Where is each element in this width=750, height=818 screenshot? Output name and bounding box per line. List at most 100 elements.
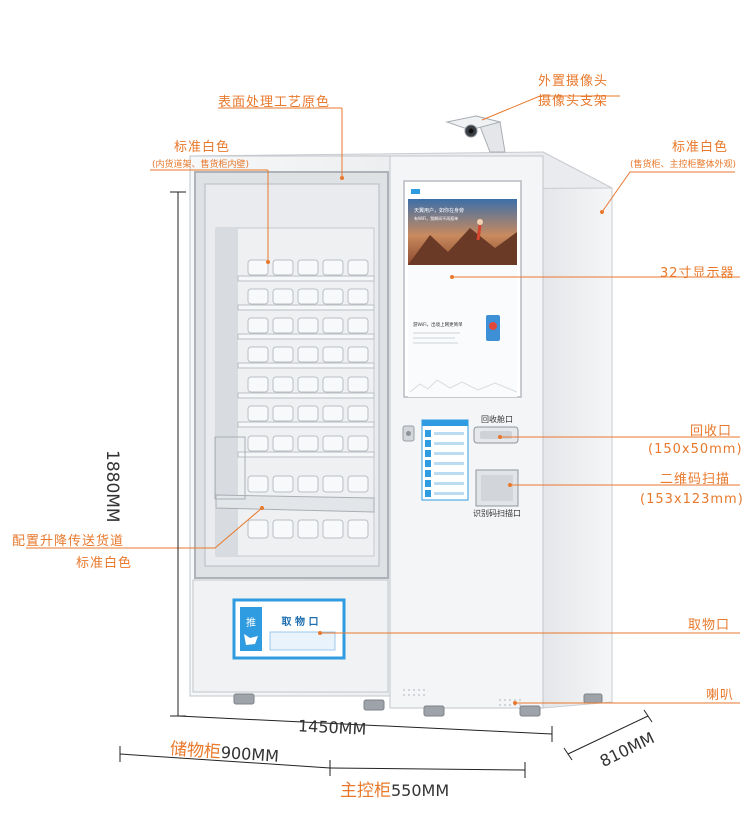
dim-main-cabinet: 主控柜550MM <box>340 776 449 801</box>
product-slot <box>322 435 344 452</box>
sticker-step <box>425 440 431 447</box>
shelf <box>237 451 375 458</box>
product-slot <box>347 475 369 493</box>
product-slot <box>347 435 369 452</box>
product-slot <box>322 376 344 393</box>
label-display: 32寸显示器 <box>660 266 735 281</box>
product-slot <box>322 288 344 305</box>
product-slot <box>272 475 294 493</box>
product-slot <box>297 317 319 334</box>
dim-storage-cabinet-value: 900MM <box>220 742 280 766</box>
product-slot <box>322 346 344 363</box>
product-slot <box>247 519 269 539</box>
return-slot-label: 回收舱口 <box>481 414 513 424</box>
label-camera-bracket: 摄像头支架 <box>538 94 609 109</box>
pickup-title-text: 取 物 口 <box>282 615 319 628</box>
sticker-step <box>425 450 431 457</box>
product-slot <box>247 346 269 363</box>
qr-slot-label: 识别码扫描口 <box>473 508 521 518</box>
sticker-step <box>425 470 431 477</box>
label-camera-external: 外置摄像头 <box>538 74 609 89</box>
shelf <box>237 333 375 340</box>
label-std-white-left-sub: (内货道架、售货柜内壁) <box>152 160 250 170</box>
product-slot <box>347 317 369 334</box>
product-slot <box>272 346 294 363</box>
product-slot <box>272 376 294 393</box>
sticker-line <box>434 472 464 475</box>
product-slot <box>297 376 319 393</box>
sticker-line <box>434 452 464 455</box>
product-slot <box>297 346 319 363</box>
label-lift-conveyor: 配置升降传送货道 <box>12 534 125 549</box>
product-slot <box>272 519 294 539</box>
product-slot <box>347 259 369 276</box>
product-slot <box>347 405 369 422</box>
product-slot <box>297 519 319 539</box>
sticker-line <box>434 462 464 465</box>
dim-height: 1880MM <box>102 450 122 523</box>
product-slot <box>297 405 319 422</box>
cabinet-side-panel <box>542 151 613 709</box>
sticker-step <box>425 490 431 497</box>
sticker-step <box>425 460 431 467</box>
label-qr-scan: 二维码扫描 <box>660 472 731 487</box>
product-slot <box>247 288 269 305</box>
product-slot <box>272 435 294 452</box>
product-slot <box>297 259 319 276</box>
label-lift-conveyor-color: 标准白色 <box>76 556 133 571</box>
product-slot <box>247 405 269 422</box>
dim-main-cabinet-label: 主控柜 <box>340 781 391 801</box>
product-slot <box>247 435 269 452</box>
product-slot <box>272 405 294 422</box>
product-slot <box>322 475 344 493</box>
display-header <box>408 185 517 199</box>
screen-sub: 有WiFi，我瞬间不再孤单 <box>414 215 458 221</box>
product-slot <box>347 376 369 393</box>
dim-width-total: 1450MM <box>297 716 367 739</box>
sticker-line <box>434 432 464 435</box>
shelf <box>237 362 375 369</box>
product-slot <box>322 519 344 539</box>
product-slot <box>347 519 369 539</box>
product-slot <box>247 317 269 334</box>
lift-conveyor-platform <box>215 494 375 513</box>
label-qr-scan-size: (153x123mm) <box>640 492 744 507</box>
sticker-line <box>434 492 464 495</box>
product-slot <box>272 288 294 305</box>
product-slot <box>272 259 294 276</box>
product-shelves <box>237 259 375 539</box>
label-pickup: 取物口 <box>688 618 731 633</box>
product-slot <box>247 259 269 276</box>
shelf <box>237 304 375 311</box>
label-speaker: 喇叭 <box>706 688 735 703</box>
sticker-step <box>425 430 431 437</box>
speaker-grille-left <box>403 689 425 696</box>
product-slot <box>322 405 344 422</box>
screen-bottom-text: 游WiFi，出境上网更简单 <box>413 321 463 328</box>
product-slot <box>347 288 369 305</box>
label-return-port-size: (150x50mm) <box>648 442 743 457</box>
sticker-step <box>425 480 431 487</box>
shelf <box>237 421 375 428</box>
product-slot <box>247 376 269 393</box>
speaker-grille-right <box>499 699 521 706</box>
label-std-white-right: 标准白色 <box>672 140 729 155</box>
product-slot <box>322 259 344 276</box>
shelf <box>237 275 375 282</box>
product-slot <box>322 317 344 334</box>
label-std-white-left: 标准白色 <box>174 140 231 155</box>
label-return-port: 回收口 <box>690 424 733 439</box>
product-slot <box>272 317 294 334</box>
product-slot <box>247 475 269 493</box>
label-surface: 表面处理工艺原色 <box>218 95 331 110</box>
product-slot <box>347 346 369 363</box>
screen-headline: 天翼用户，如你在身旁 <box>414 207 464 214</box>
product-slot <box>297 288 319 305</box>
dim-storage-cabinet-label: 储物柜 <box>169 739 222 763</box>
product-slot <box>297 475 319 493</box>
sticker-line <box>434 482 464 485</box>
pickup-push-text: 推 <box>246 616 256 629</box>
label-std-white-right-sub: (售货柜、主控柜整体外观) <box>630 160 737 170</box>
shelf <box>237 392 375 399</box>
